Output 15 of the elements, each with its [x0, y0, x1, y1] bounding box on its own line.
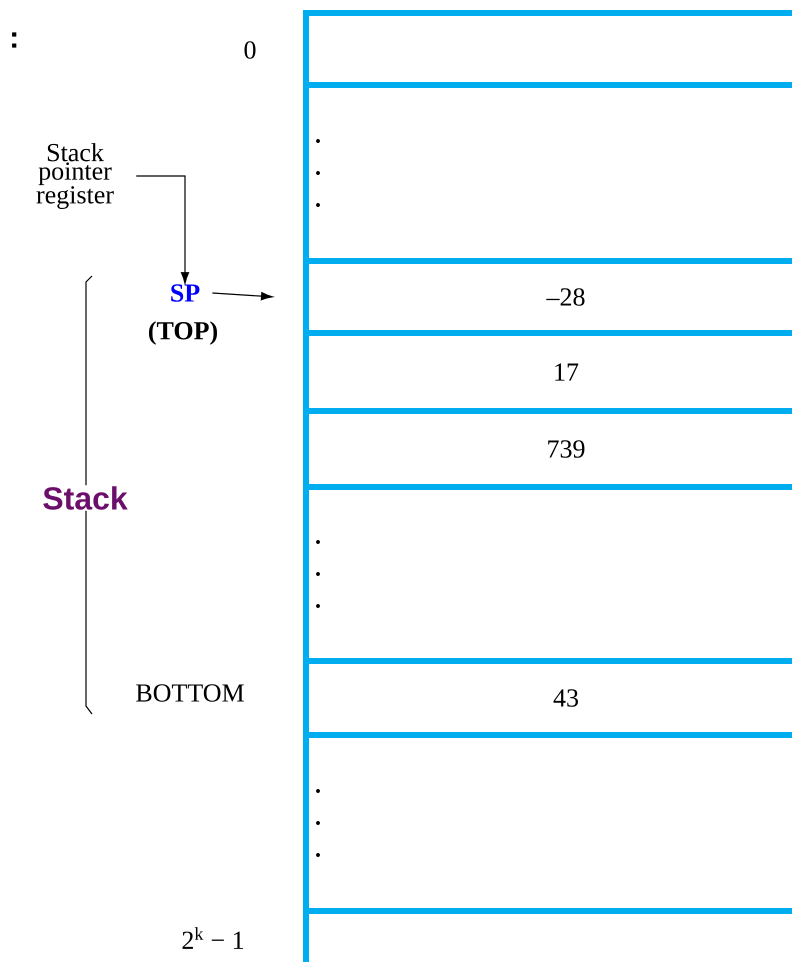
arrow	[136, 175, 190, 284]
memory-cell: 739	[303, 408, 792, 490]
memory-cell: 43	[303, 658, 792, 738]
pointer-note: (TOP)	[149, 321, 217, 345]
arrow	[212, 292, 273, 300]
bottom-label: BOTTOM	[136, 684, 244, 702]
address-label: 0	[244, 41, 256, 59]
colon-mark: :	[12, 32, 16, 48]
memory-cell	[303, 908, 792, 962]
register-label: Stack pointer register	[36, 143, 114, 209]
stack-label: Stack	[41, 485, 129, 511]
address-label: 2$^{k}$ − 1	[182, 927, 244, 949]
memory-cell: 17	[303, 330, 792, 414]
memory-cell: –28	[303, 258, 792, 336]
pointer-label: SP	[171, 284, 200, 302]
